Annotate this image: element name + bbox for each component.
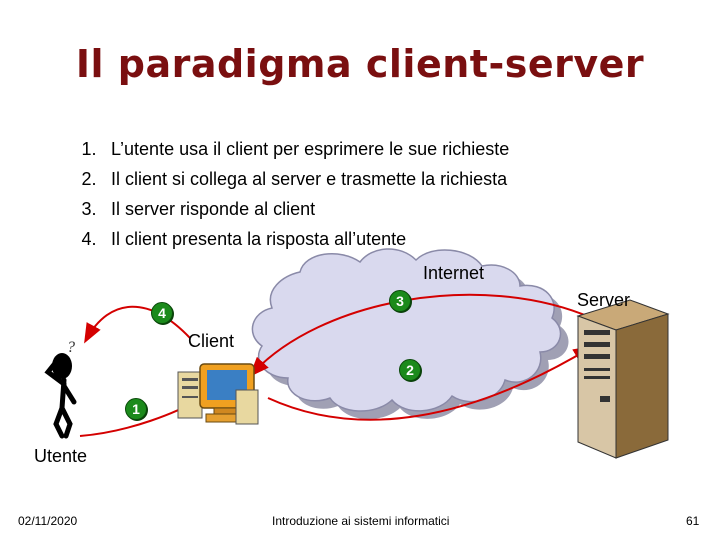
step-text: L’utente usa il client per esprimere le … — [111, 139, 510, 159]
slide-title: Il paradigma client-server — [75, 42, 645, 86]
step-text: Il server risponde al client — [111, 199, 316, 219]
step-item: 2. Il client si collega al server e tras… — [72, 168, 509, 198]
steps-list: 1. L’utente usa il client per esprimere … — [72, 138, 509, 258]
client-computer-icon — [177, 363, 259, 425]
step-number: 1. — [81, 139, 97, 159]
step-number: 2. — [81, 169, 97, 189]
server-tower-icon — [576, 299, 670, 459]
footer-course: Introduzione ai sistemi informatici — [272, 514, 450, 528]
internet-label: Internet — [423, 263, 485, 283]
step-item: 3. Il server risponde al client — [72, 198, 509, 228]
user-figure-icon — [44, 353, 77, 439]
client-label: Client — [188, 331, 235, 351]
arrow-step-4 — [84, 305, 191, 344]
user-question-mark: ? — [67, 339, 75, 356]
arrow-step-2 — [267, 345, 594, 421]
footer-date: 02/11/2020 — [18, 514, 78, 528]
step-text: Il client si collega al server e trasmet… — [111, 169, 508, 189]
step-4-badge: 4 — [151, 302, 173, 324]
step-item: 4. Il client presenta la risposta all’ut… — [72, 228, 509, 258]
step-1-badge: 1 — [125, 398, 147, 420]
step-text: Il client presenta la risposta all’utent… — [111, 229, 407, 249]
step-item: 1. L’utente usa il client per esprimere … — [72, 138, 509, 168]
step-number: 4. — [81, 229, 97, 249]
step-number: 3. — [81, 199, 97, 219]
step-2-badge: 2 — [399, 359, 421, 381]
footer-page-number: 61 — [686, 514, 700, 528]
user-label: Utente — [34, 446, 88, 466]
step-3-badge: 3 — [389, 290, 411, 312]
server-label: Server — [577, 290, 631, 310]
